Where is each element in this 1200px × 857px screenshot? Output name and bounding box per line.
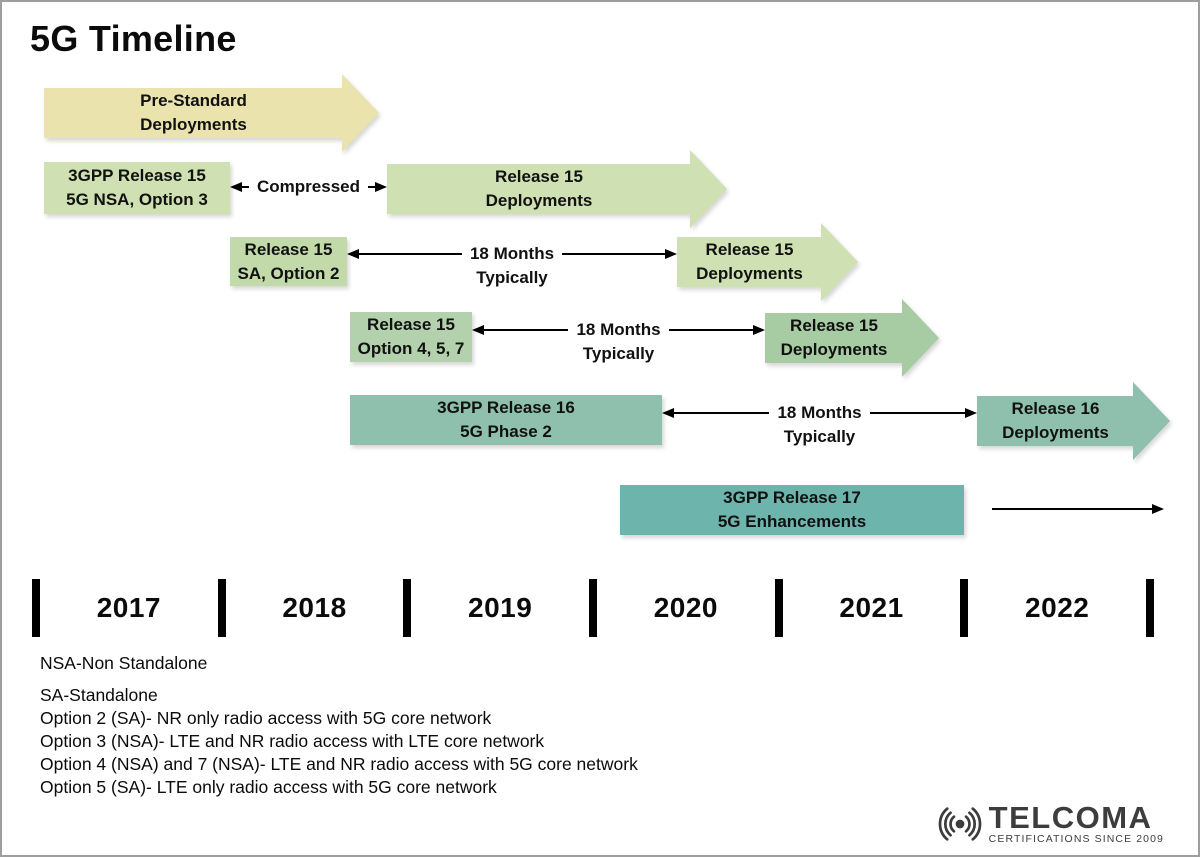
- arrow-head-icon: [821, 223, 858, 301]
- legend-sa: SA-Standalone: [40, 685, 158, 705]
- pre-standard-label: Pre-Standard Deployments: [44, 88, 343, 138]
- release15-457-line2: Option 4, 5, 7: [357, 339, 465, 358]
- left-arrow-icon: [347, 242, 462, 266]
- months3-line1: 18 Months: [777, 403, 862, 422]
- release16-line1: 3GPP Release 16: [437, 398, 575, 417]
- timeline-tick: [403, 579, 412, 637]
- timeline-tick: [1146, 579, 1155, 637]
- compressed-connector: Compressed: [230, 175, 388, 199]
- timeline-axis: 2017 2018 2019 2020 2021 2022: [32, 579, 1155, 637]
- months-connector-1: 18 Months Typically: [347, 242, 677, 290]
- release17-forward-arrow: [992, 497, 1164, 521]
- year-2020: 2020: [653, 592, 718, 623]
- release16-deploy-line2: Deployments: [1002, 423, 1109, 442]
- release15-deployments-label-3: Release 15 Deployments: [765, 313, 903, 363]
- logo-name: TELCOMA: [988, 800, 1153, 835]
- year-2017: 2017: [96, 592, 161, 623]
- timeline-tick: [32, 579, 40, 637]
- timeline-tick: [774, 579, 783, 637]
- months-label-2: 18 Months Typically: [568, 318, 668, 366]
- months2-line1: 18 Months: [576, 320, 661, 339]
- legend-option5: Option 5 (SA)- LTE only radio access wit…: [40, 777, 497, 797]
- arrow-head-icon: [1133, 382, 1170, 460]
- release15-deploy3-line1: Release 15: [790, 316, 878, 335]
- right-arrow-icon: [869, 401, 977, 425]
- legend-nsa: NSA-Non Standalone: [40, 653, 208, 673]
- arrow-head-icon: [902, 299, 939, 377]
- timeline-tick: [589, 579, 598, 637]
- page-title: 5G Timeline: [30, 18, 237, 59]
- pre-standard-line2: Deployments: [140, 115, 247, 134]
- timeline-tick: [217, 579, 226, 637]
- left-arrow-icon: [662, 401, 770, 425]
- release16-line2: 5G Phase 2: [460, 422, 552, 441]
- legend-option4-7: Option 4 (NSA) and 7 (NSA)- LTE and NR r…: [40, 754, 638, 774]
- release15-deployments-label-1: Release 15 Deployments: [387, 164, 691, 214]
- left-arrow-icon: [472, 318, 569, 342]
- release15-deploy1-line1: Release 15: [495, 167, 583, 186]
- year-2018: 2018: [282, 592, 347, 623]
- release15-deploy2-line1: Release 15: [705, 240, 794, 259]
- release17-line1: 3GPP Release 17: [723, 488, 861, 507]
- telcoma-logo: TELCOMA CERTIFICATIONS SINCE 2009: [935, 800, 1164, 845]
- logo-tagline: CERTIFICATIONS SINCE 2009: [988, 833, 1164, 845]
- release15-option457-box: Release 15 Option 4, 5, 7: [350, 312, 472, 362]
- release15-457-line1: Release 15: [367, 315, 455, 334]
- year-2021: 2021: [839, 592, 904, 623]
- release15-deploy2-line2: Deployments: [696, 264, 803, 283]
- arrow-head-icon: [690, 150, 727, 228]
- release15-deploy1-line2: Deployments: [485, 191, 593, 210]
- legend-option2: Option 2 (SA)- NR only radio access with…: [40, 708, 492, 728]
- legend-option3: Option 3 (NSA)- LTE and NR radio access …: [40, 731, 545, 751]
- release17-line2: 5G Enhancements: [717, 512, 867, 531]
- months2-line2: Typically: [582, 344, 655, 363]
- release16-deployments-label: Release 16 Deployments: [977, 396, 1134, 446]
- months-connector-3: 18 Months Typically: [662, 401, 977, 449]
- months3-line2: Typically: [783, 427, 856, 446]
- release15-deployments-arrow-3: Release 15 Deployments: [765, 299, 939, 377]
- year-2019: 2019: [468, 592, 533, 623]
- release16-box: 3GPP Release 16 5G Phase 2: [350, 395, 662, 445]
- release15-deployments-arrow-2: Release 15 Deployments: [677, 223, 858, 301]
- right-arrow-icon: [368, 175, 388, 199]
- months1-line2: Typically: [476, 268, 548, 287]
- left-arrow-icon: [230, 175, 250, 199]
- pre-standard-arrow: Pre-Standard Deployments: [44, 74, 379, 152]
- months1-line1: 18 Months: [469, 244, 555, 263]
- release15-sa-box: Release 15 SA, Option 2: [230, 237, 347, 286]
- months-label-1: 18 Months Typically: [462, 242, 562, 290]
- right-arrow-icon: [668, 318, 765, 342]
- year-2022: 2022: [1025, 592, 1090, 623]
- legend: NSA-Non Standalone SA-Standalone Option …: [40, 652, 638, 799]
- signal-waves-icon: [938, 807, 982, 841]
- release15-sa-line1: Release 15: [244, 239, 333, 259]
- arrow-head-icon: [342, 74, 379, 152]
- release15-deployments-arrow-1: Release 15 Deployments: [387, 150, 727, 228]
- release15-deploy3-line2: Deployments: [780, 340, 888, 359]
- release16-deployments-arrow: Release 16 Deployments: [977, 382, 1170, 460]
- compressed-label: Compressed: [249, 175, 368, 199]
- right-arrow-icon: [992, 497, 1164, 521]
- release15-nsa-box: 3GPP Release 15 5G NSA, Option 3: [44, 162, 230, 214]
- timeline-tick: [960, 579, 969, 637]
- release15-deployments-label-2: Release 15 Deployments: [677, 237, 822, 287]
- release16-deploy-line1: Release 16: [1011, 399, 1100, 418]
- right-arrow-icon: [562, 242, 677, 266]
- release15-nsa-line2: 5G NSA, Option 3: [66, 190, 208, 209]
- pre-standard-line1: Pre-Standard: [140, 91, 247, 110]
- release17-box: 3GPP Release 17 5G Enhancements: [620, 485, 964, 535]
- compressed-text: Compressed: [257, 177, 360, 196]
- months-label-3: 18 Months Typically: [769, 401, 869, 449]
- release15-nsa-line1: 3GPP Release 15: [68, 166, 206, 185]
- months-connector-2: 18 Months Typically: [472, 318, 765, 366]
- logo-text: TELCOMA CERTIFICATIONS SINCE 2009: [988, 800, 1164, 845]
- release15-sa-line2: SA, Option 2: [237, 263, 340, 283]
